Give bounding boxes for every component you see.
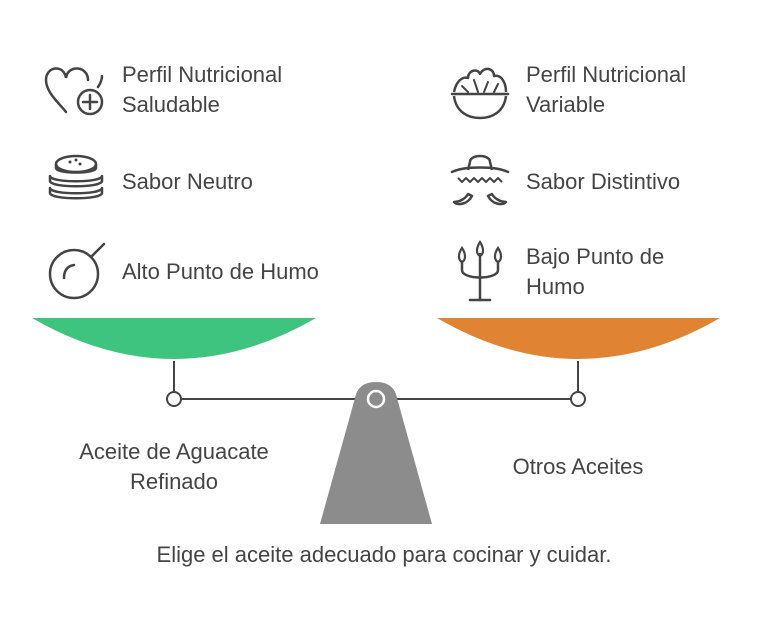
salad-bowl-icon xyxy=(450,67,510,120)
feature-left-flavor: Sabor Neutro xyxy=(44,150,322,214)
pivot xyxy=(366,389,386,409)
left-pan xyxy=(32,318,316,359)
feature-left-smoke: Alto Punto de Humo xyxy=(44,240,322,304)
heart-plus-icon xyxy=(44,67,104,116)
left-joint xyxy=(166,391,182,407)
feature-label: Alto Punto de Humo xyxy=(122,259,319,284)
right-pan xyxy=(437,318,720,359)
feature-left-nutrition: Perfil Nutricional Saludable xyxy=(44,58,322,122)
feature-right-smoke: Bajo Punto de Humo xyxy=(448,240,726,304)
pancake-stack-icon xyxy=(48,154,104,200)
feature-label: Sabor Neutro xyxy=(122,169,253,194)
left-title: Aceite de Aguacate Refinado xyxy=(79,439,269,494)
smoke-point-low-icon xyxy=(457,240,503,302)
right-joint xyxy=(570,391,586,407)
sombrero-chili-icon xyxy=(450,154,510,206)
smoke-point-high-icon xyxy=(48,242,106,300)
feature-label: Perfil Nutricional Variable xyxy=(526,62,687,117)
feature-label: Sabor Distintivo xyxy=(526,169,681,194)
feature-right-flavor: Sabor Distintivo xyxy=(448,150,726,214)
right-title: Otros Aceites xyxy=(512,454,644,479)
scale-stand xyxy=(320,382,432,524)
feature-right-nutrition: Perfil Nutricional Variable xyxy=(448,58,726,122)
feature-label: Perfil Nutricional Saludable xyxy=(122,62,283,117)
feature-label: Bajo Punto de Humo xyxy=(526,244,665,299)
diagram-caption: Elige el aceite adecuado para cocinar y … xyxy=(156,542,612,567)
